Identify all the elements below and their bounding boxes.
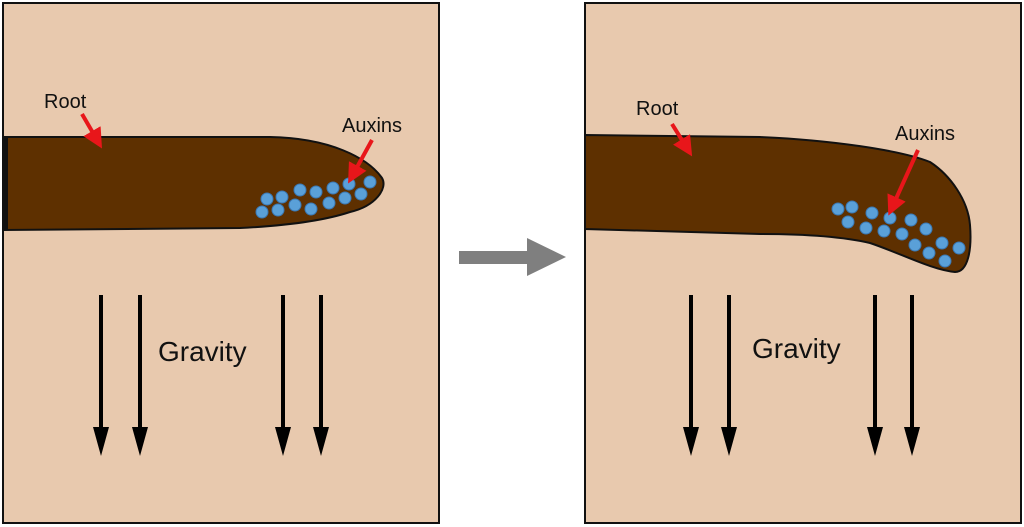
left-root-cut-edge [3,137,8,230]
left-gravity-arrow-1 [93,295,109,456]
left-auxin-cluster [255,175,377,219]
left-root-label: Root [44,91,87,113]
right-panel: Root Auxins Gravity [584,2,1022,524]
left-root-pointer-arrow [80,112,103,149]
right-gravity-label: Gravity [752,333,841,364]
right-gravity-arrows [683,295,920,456]
right-root-label: Root [636,98,679,120]
right-root-pointer-arrow [670,122,693,157]
left-panel: Root Auxins Gravity [1,2,440,524]
right-auxins-label: Auxins [895,123,955,145]
left-auxins-label: Auxins [342,115,402,137]
right-root [584,133,972,274]
left-gravity-arrow-2 [132,295,148,456]
right-gravity-arrow-3 [867,295,883,456]
left-gravity-label: Gravity [158,336,247,367]
left-gravity-arrow-3 [275,295,291,456]
transition-arrow [459,238,566,276]
right-gravity-arrow-1 [683,295,699,456]
left-gravity-arrow-4 [313,295,329,456]
right-auxin-cluster [831,200,966,268]
left-root [1,136,385,232]
right-auxins-pointer-arrow [887,149,920,216]
left-panel-background [2,2,440,524]
right-gravity-arrow-4 [904,295,920,456]
left-gravity-arrows [93,295,329,456]
left-auxins-pointer-arrow [348,139,374,184]
right-gravity-arrow-2 [721,295,737,456]
